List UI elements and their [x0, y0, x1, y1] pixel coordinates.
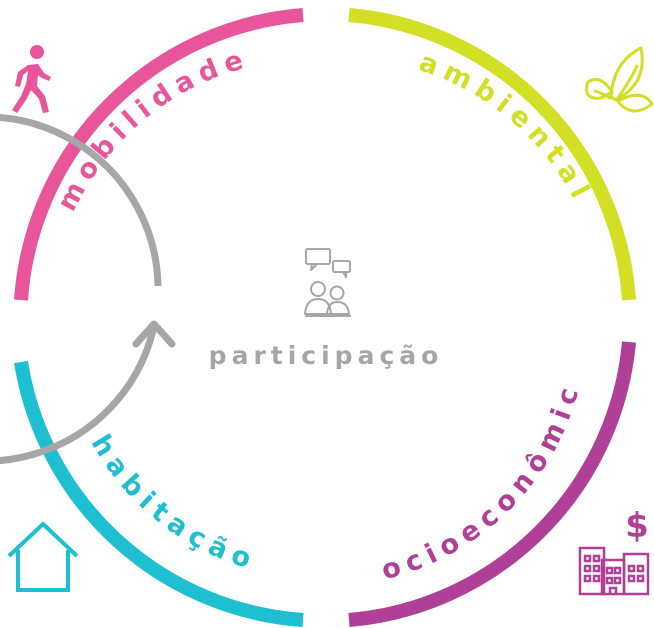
arc-ambiental: [348, 8, 636, 301]
arc-habitacao: [14, 360, 304, 627]
center-label: participação: [209, 341, 444, 370]
cycle-arc: [0, 114, 162, 464]
arc-mobilidade: [14, 8, 304, 301]
chat-people-icon: [304, 248, 351, 317]
participation-cycle: [0, 114, 176, 464]
label-habitacao: habitação: [85, 429, 261, 576]
arc-socioeconomico: [348, 341, 636, 627]
house-icon: [7, 521, 79, 592]
cycle-arrowhead-icon: [132, 320, 176, 348]
walking-person-icon: [12, 45, 51, 113]
buildings-dollar-icon: $: [578, 506, 650, 596]
svg-text:$: $: [625, 506, 649, 546]
leaves-icon: [585, 46, 654, 113]
